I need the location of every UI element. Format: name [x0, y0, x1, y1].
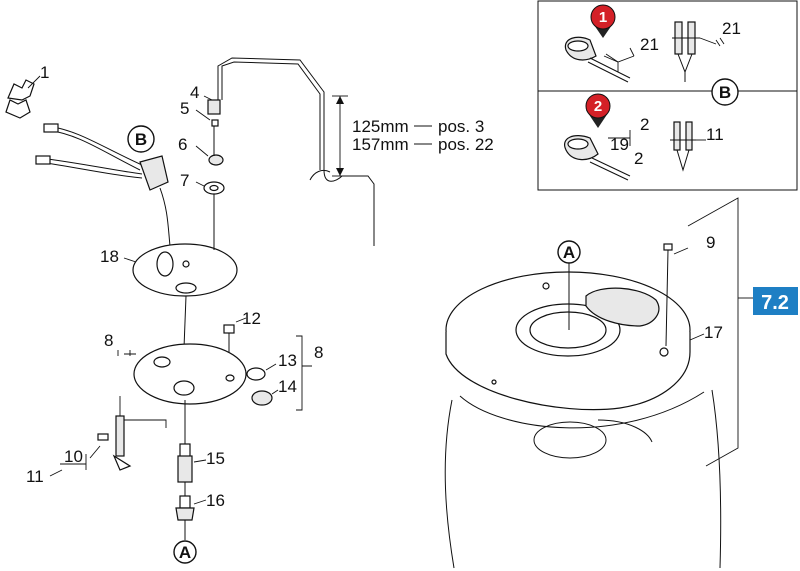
part-6-fitting: [208, 154, 224, 166]
part-17-lid: [445, 271, 691, 411]
marker-a-bottom: A: [173, 540, 197, 564]
callout-15: 15: [206, 449, 225, 468]
burner-housing: [444, 389, 722, 569]
dim-line-1-pos: pos. 3: [438, 117, 484, 136]
part-10-electrode: [97, 415, 132, 471]
dim-line-2-pos: pos. 22: [438, 135, 494, 154]
page-reference-tag: 7.2: [753, 287, 798, 315]
pipe-length-dimension: [332, 95, 348, 177]
dim-line-2-size: 157mm: [352, 135, 409, 154]
callout-21b: 21: [722, 19, 741, 38]
variant-2-number: 2: [594, 98, 602, 115]
callout-2b: 2: [640, 115, 649, 134]
callout-10: 10: [64, 447, 83, 466]
variant-1-number: 1: [599, 9, 607, 26]
callout-17: 17: [704, 323, 723, 342]
svg-text:A: A: [563, 243, 575, 262]
svg-text:B: B: [719, 83, 731, 102]
callout-11a: 11: [26, 467, 44, 486]
part-9-screw: [663, 243, 673, 347]
part-1-clip: [5, 75, 41, 119]
part-5-seal: [211, 119, 219, 127]
part-13-ring: [246, 367, 266, 381]
part-4-nut: [207, 99, 221, 115]
part-14-disc: [251, 390, 273, 406]
part-12-screw: [223, 324, 235, 352]
callout-7: 7: [180, 171, 189, 190]
callout-1: 1: [40, 63, 49, 82]
callout-12: 12: [242, 309, 261, 328]
part-15-pin: [177, 400, 193, 483]
callout-21a: 21: [640, 35, 659, 54]
callout-8b: 8: [314, 343, 323, 362]
callout-8a: 8: [104, 331, 113, 350]
callout-6: 6: [178, 135, 187, 154]
fuel-pipe: [217, 57, 375, 246]
bracket-21a: [603, 47, 635, 72]
callout-5: 5: [180, 99, 189, 118]
marker-a-top: A: [557, 240, 581, 264]
callout-4: 4: [190, 83, 199, 102]
part-7-washer: [203, 181, 225, 195]
callout-18: 18: [100, 247, 119, 266]
marker-b-inset: B: [711, 78, 739, 106]
callout-13: 13: [278, 351, 297, 370]
electrode-pair-variant-2: [670, 121, 696, 172]
part-18-plate: [132, 243, 238, 297]
ignition-cable-harness: [35, 123, 171, 247]
callout-19: 19: [610, 135, 629, 154]
svg-text:B: B: [135, 130, 147, 149]
callout-14: 14: [278, 377, 297, 396]
part-8-plate: [133, 343, 247, 405]
callout-16: 16: [206, 491, 225, 510]
part-16-sensor: [175, 482, 195, 540]
callout-9: 9: [706, 233, 715, 252]
connector-cap-variant-1: [564, 36, 631, 83]
connector-cap-variant-2: [564, 135, 631, 181]
page-reference-label: 7.2: [761, 292, 789, 314]
variant-1-badge: 1: [590, 4, 616, 38]
dim-line-1-size: 125mm: [352, 117, 409, 136]
variant-inset-box: 1 21 21 B: [537, 0, 798, 191]
electrode-pair-variant-1: [672, 21, 700, 82]
callout-2c: 2: [634, 149, 643, 168]
svg-text:A: A: [179, 543, 191, 562]
callout-11b: 11: [706, 125, 724, 144]
marker-b-main: B: [127, 125, 155, 153]
variant-2-badge: 2: [585, 93, 611, 128]
